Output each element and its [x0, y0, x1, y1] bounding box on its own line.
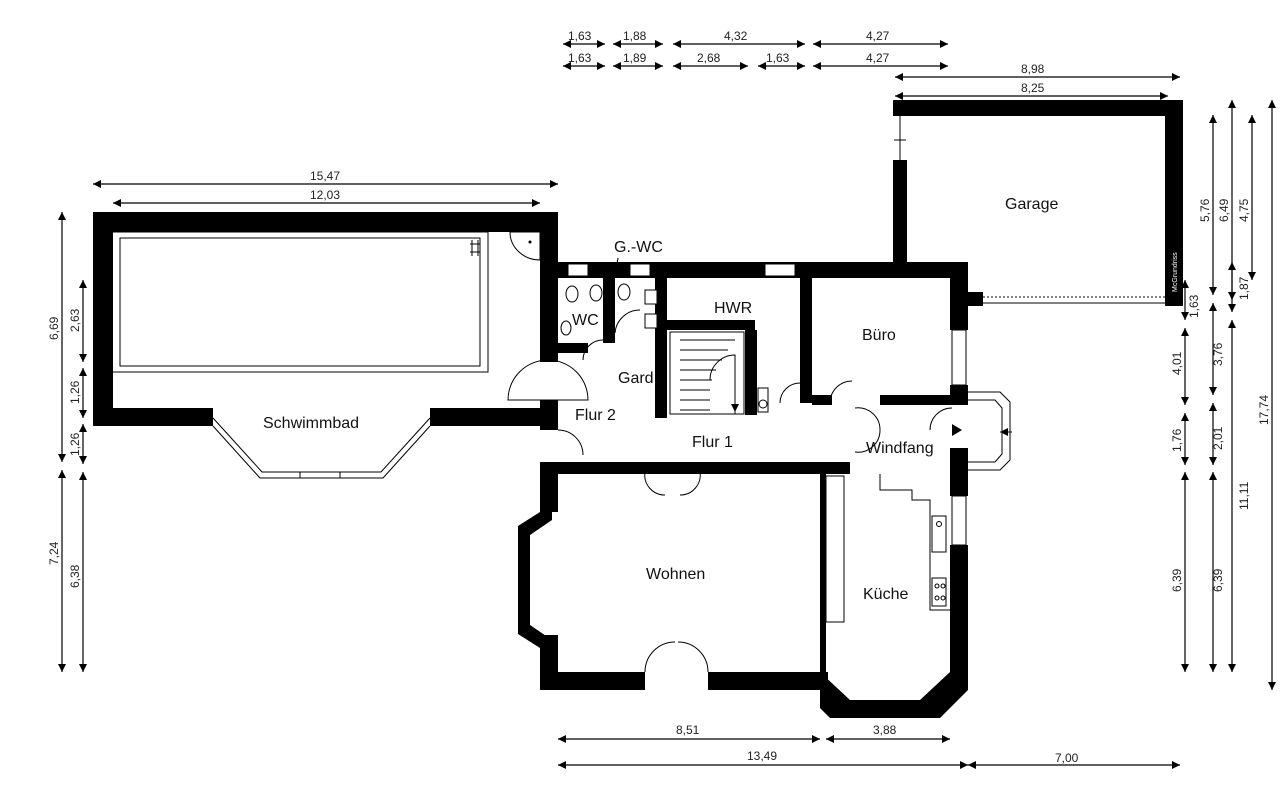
staircase: [669, 331, 745, 415]
room-label-hwr: HWR: [714, 300, 752, 317]
dim-label: 12,03: [310, 188, 340, 202]
dimension-labels-left: 6,69 7,24 2,63 1,26 1,26 6,38: [47, 308, 82, 588]
room-label-flur2: Flur 2: [575, 407, 616, 424]
dim-label: 7,24: [47, 541, 61, 565]
dim-label: 6,38: [68, 564, 82, 588]
dim-label: 6,39: [1211, 568, 1225, 592]
dim-label: 7,00: [1055, 751, 1079, 765]
dimension-labels-right: 1,63 4,01 1,76 6,39 5,76 3,76 2,01 6,39 …: [1170, 198, 1271, 592]
dim-label: 6,49: [1217, 198, 1231, 222]
pool-wing-walls: [93, 212, 558, 430]
dim-label: 11,11: [1237, 481, 1251, 510]
pool-bay-window: [212, 417, 431, 479]
dim-label: 17,74: [1257, 395, 1271, 425]
kitchen-counter: [825, 474, 950, 623]
swimming-pool-basin: [111, 231, 489, 373]
dim-label: 1,26: [68, 432, 82, 456]
room-label-windfang: Windfang: [866, 440, 934, 457]
dim-label: 5,76: [1198, 198, 1212, 222]
dim-label: 1,26: [68, 380, 82, 404]
dim-label: 15,47: [310, 169, 340, 183]
dim-label: 1,63: [568, 51, 592, 65]
dim-label: 8,51: [676, 723, 700, 737]
room-label-gard: Gard.: [618, 370, 658, 387]
dim-label: 13,49: [747, 749, 777, 763]
room-label-buero: Büro: [862, 327, 896, 344]
entrance-porch: [968, 391, 1012, 471]
dim-label: 1,76: [1170, 428, 1184, 452]
dim-label: 1,88: [623, 29, 647, 43]
dimension-lines-right: [1181, 100, 1276, 690]
dim-label: 4,32: [724, 29, 748, 43]
room-label-schwimmbad: Schwimmbad: [263, 415, 359, 432]
dim-label: 3,88: [873, 723, 897, 737]
room-label-wc: WC: [572, 312, 599, 329]
watermark-text: McGrundriss: [1172, 252, 1179, 292]
dim-label: 1,89: [623, 51, 647, 65]
dim-label: 3,76: [1211, 342, 1225, 366]
dim-label: 1,63: [766, 51, 790, 65]
dim-label: 1,87: [1237, 276, 1251, 300]
dim-label: 4,27: [866, 29, 890, 43]
wc-fixtures: [560, 283, 769, 413]
dim-label: 6,69: [47, 316, 61, 340]
room-label-garage: Garage: [1005, 196, 1058, 213]
windows-main: [567, 263, 967, 546]
dimension-labels-horizontal: 1,63 1,88 4,32 4,27 1,63 1,89 2,68 1,63 …: [310, 29, 1079, 765]
pool-door[interactable]: [507, 359, 589, 401]
dim-label: 1,63: [568, 29, 592, 43]
dim-label: 8,98: [1021, 62, 1045, 76]
room-label-flur1: Flur 1: [692, 434, 733, 451]
dim-label: 8,25: [1021, 81, 1045, 95]
wohnen-bay-window: [518, 512, 552, 648]
dim-label: 2,63: [68, 308, 82, 332]
dim-label: 6,39: [1170, 568, 1184, 592]
dim-label: 2,68: [697, 51, 721, 65]
corner-shower-icon: [509, 231, 541, 261]
dimension-lines-horizontal: [93, 40, 1180, 769]
dim-label: 4,75: [1237, 198, 1251, 222]
gwc-pointer: [607, 257, 619, 303]
garage-walls: [893, 100, 1183, 306]
dim-label: 4,01: [1170, 351, 1184, 375]
dim-label: 2,01: [1211, 426, 1225, 450]
doors-main[interactable]: [557, 309, 962, 673]
room-label-kueche: Küche: [863, 586, 908, 603]
room-label-wohnen: Wohnen: [646, 566, 705, 583]
dimension-lines-left: [58, 212, 87, 672]
dim-label: 1,63: [1187, 294, 1201, 318]
dim-label: 4,27: [866, 51, 890, 65]
room-label-gwc: G.-WC: [614, 239, 663, 256]
